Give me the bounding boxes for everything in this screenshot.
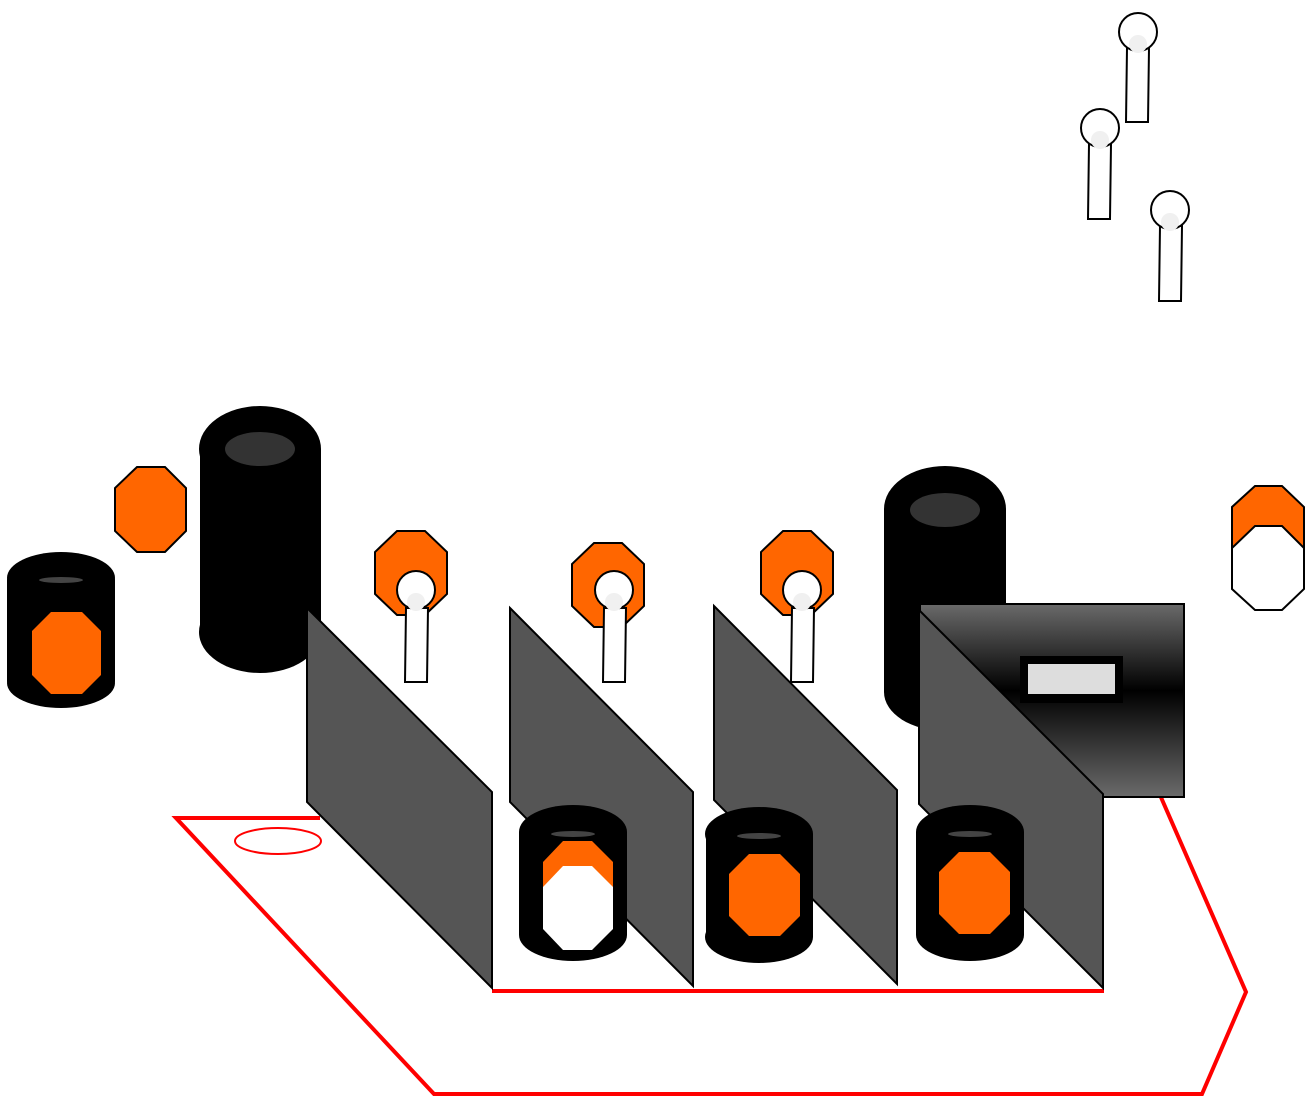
route-ring-icon xyxy=(234,827,322,855)
octagon-sign-icon xyxy=(114,466,187,553)
short-cylinder-1 xyxy=(519,805,627,961)
key-icon xyxy=(1118,12,1158,123)
key-icon xyxy=(782,570,822,683)
short-cylinder-2 xyxy=(705,807,813,963)
panel-4 xyxy=(918,607,1104,991)
tall-cylinder-left xyxy=(199,406,321,673)
panel-3 xyxy=(713,603,898,987)
octagon-sign-icon xyxy=(32,612,101,694)
key-icon xyxy=(1080,108,1120,220)
key-icon xyxy=(594,570,634,683)
octagon-half-sign xyxy=(1231,485,1305,611)
keys xyxy=(396,12,1190,683)
key-icon xyxy=(396,570,436,683)
short-cylinder-3 xyxy=(916,805,1024,961)
red-route xyxy=(171,794,1249,1096)
short-cylinder-left xyxy=(7,552,115,708)
octagon-sign-icon xyxy=(729,854,800,936)
octagon-sign-icon xyxy=(939,852,1010,934)
panel-1 xyxy=(306,605,493,991)
octagon-blank-icon xyxy=(543,866,613,950)
panel-2 xyxy=(509,605,694,989)
route-left-edge xyxy=(171,794,1249,1096)
key-icon xyxy=(1150,190,1190,302)
octagon-blank-icon xyxy=(1231,525,1305,611)
